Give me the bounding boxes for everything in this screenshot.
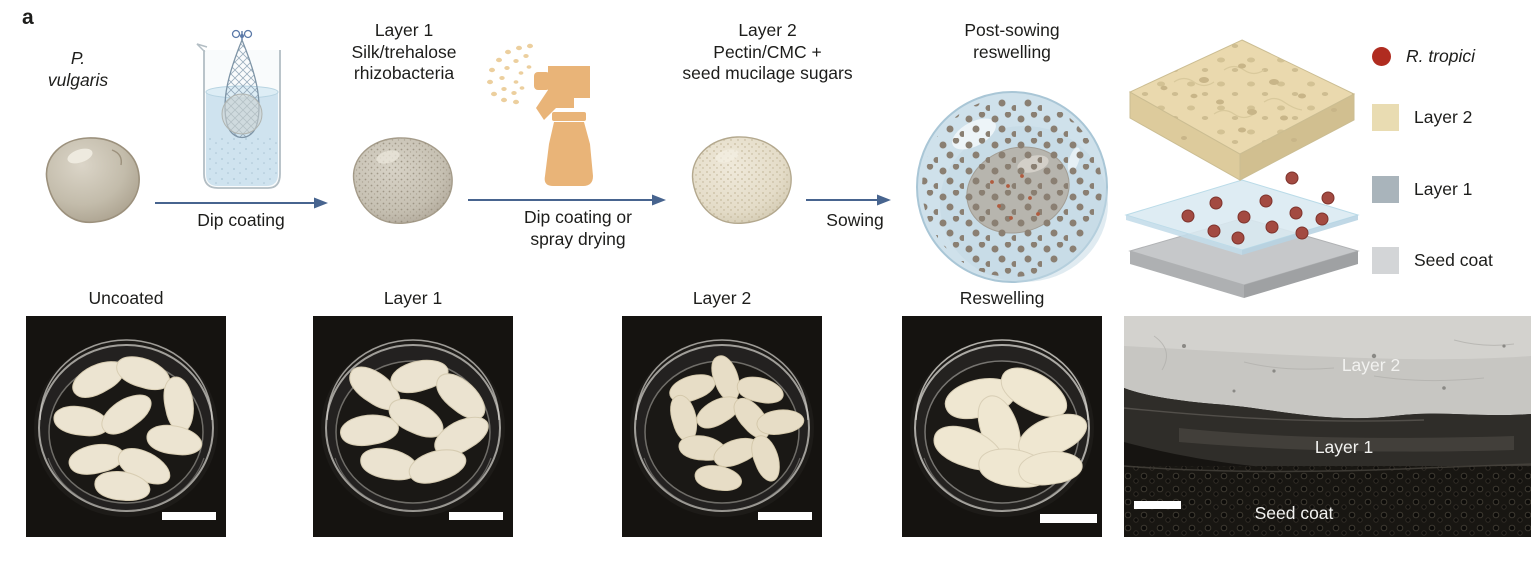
legend-swatch-r-tropici [1372, 47, 1391, 66]
legend-item-seed-coat: Seed coat [1372, 247, 1493, 274]
layer2-coated-seed-illustration [691, 136, 792, 224]
spray-bottle-icon [487, 43, 593, 186]
dip-coating-arrow [155, 197, 328, 209]
photo-label-reswelling: Reswelling [959, 288, 1045, 308]
legend-label: R. tropici [1406, 46, 1476, 66]
step-label-layer1: Layer 1 Silk/trehalose rhizobacteria [351, 20, 457, 84]
legend-swatch-seed-coat [1372, 247, 1399, 274]
petri-dish-photo-layer1 [313, 316, 513, 537]
sem-label-layer2: Layer 2 [1342, 355, 1400, 375]
beaker-dip-coating-icon [196, 29, 281, 189]
legend-label: Seed coat [1414, 250, 1493, 270]
coating-layers-schematic [1124, 39, 1360, 298]
layer1-coated-seed-illustration [352, 137, 453, 224]
legend-item-layer1: Layer 1 [1372, 176, 1472, 203]
scale-bar [449, 512, 503, 520]
petri-dish-photo-uncoated [26, 316, 226, 537]
legend-item-layer2: Layer 2 [1372, 104, 1472, 131]
bacteria-dots-on-sheet [1181, 171, 1335, 245]
sem-label-seed-coat: Seed coat [1255, 503, 1334, 523]
sponge-texture-lines [1173, 65, 1303, 119]
photo-label-layer2: Layer 2 [692, 288, 752, 308]
scale-bar [758, 512, 812, 520]
sponge-pores [1160, 63, 1337, 142]
spray-mist-dots [487, 43, 533, 105]
step-label-layer2: Layer 2 Pectin/CMC + seed mucilage sugar… [682, 20, 853, 84]
step-label-p-vulgaris: P. vulgaris [47, 48, 109, 90]
step-label-post-sowing: Post-sowing reswelling [964, 20, 1060, 62]
sem-label-layer1: Layer 1 [1315, 437, 1373, 457]
reswelling-seed-illustration [916, 91, 1108, 283]
sem-cross-section-image: Layer 2 Layer 1 Seed coat [1124, 316, 1531, 537]
photo-label-uncoated: Uncoated [88, 288, 164, 308]
sem-texture-lines [1153, 335, 1515, 382]
petri-dish-photo-layer2 [622, 316, 822, 537]
legend-swatch-layer2 [1372, 104, 1399, 131]
scale-bar [1040, 514, 1097, 523]
legend-item-r-tropici: R. tropici [1372, 46, 1475, 67]
scale-bar [1134, 501, 1181, 509]
arrow-label-dip-coating: Dip coating [197, 210, 285, 230]
sem-specks [1182, 344, 1506, 393]
petri-dish-photo-reswelling [902, 316, 1102, 537]
uncoated-seed-illustration [45, 137, 140, 223]
sowing-arrow [806, 194, 891, 206]
arrow-label-dip-or-spray: Dip coating or spray drying [524, 207, 632, 249]
legend-label: Layer 2 [1414, 107, 1473, 127]
bacteria-dots-red [990, 174, 1040, 220]
scale-bar [162, 512, 216, 520]
arrow-label-sowing: Sowing [826, 210, 884, 230]
panel-label: a [22, 6, 34, 29]
spray-drying-arrow [468, 194, 666, 206]
photo-label-layer1: Layer 1 [383, 288, 443, 308]
legend-swatch-layer1 [1372, 176, 1399, 203]
legend-label: Layer 1 [1414, 179, 1473, 199]
spray-bottle-silhouette [534, 66, 593, 186]
